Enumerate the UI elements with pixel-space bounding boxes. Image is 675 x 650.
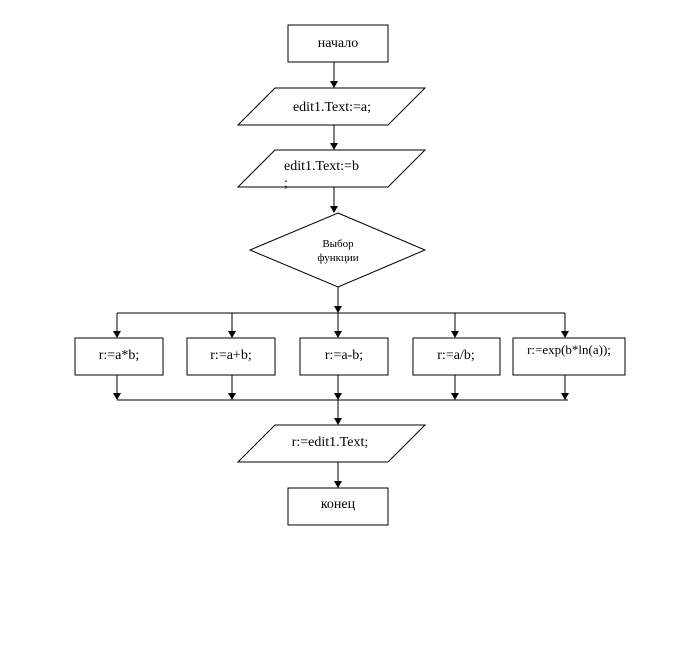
decision-label-line2: функции [317,252,358,264]
connector-start-input1 [330,62,338,88]
branch-arrows-out [113,375,569,400]
branch-add: r:=a+b; [186,337,276,376]
branch-add-label: r:=a+b; [210,348,251,363]
output-label: r:=edit1.Text; [292,435,369,450]
input1-label: edit1.Text:=a; [293,100,371,115]
start-label: начало [318,36,359,51]
branch-power-label: r:=exp(b*ln(a)); [527,342,611,357]
connector-merge-output [334,400,342,425]
input2-block: edit1.Text:=b ; [236,149,427,191]
input2-label-line1: edit1.Text:=b [284,159,359,174]
input1-block: edit1.Text:=a; [236,87,427,126]
branch-power: r:=exp(b*ln(a)); [512,337,626,376]
branch-arrows-in [113,313,569,338]
connector-input2-decision [330,187,338,213]
branch-subtract-label: r:=a-b; [325,348,363,363]
input2-label-line2: ; [284,176,288,191]
branch-subtract: r:=a-b; [299,337,389,376]
branch-multiply: r:=a*b; [74,337,164,376]
start-block: начало [287,24,389,63]
end-block: конец [287,487,389,526]
output-block: r:=edit1.Text; [236,424,427,463]
connector-output-end [334,462,342,488]
end-label: конец [321,497,356,512]
decision-block: Выбор функции [248,212,427,288]
connector-input1-input2 [330,125,338,150]
branch-divide: r:=a/b; [412,337,501,376]
branch-divide-label: r:=a/b; [437,348,474,363]
connector-decision-split [334,287,342,313]
decision-label-line1: Выбор [322,238,354,250]
branch-multiply-label: r:=a*b; [99,348,140,363]
